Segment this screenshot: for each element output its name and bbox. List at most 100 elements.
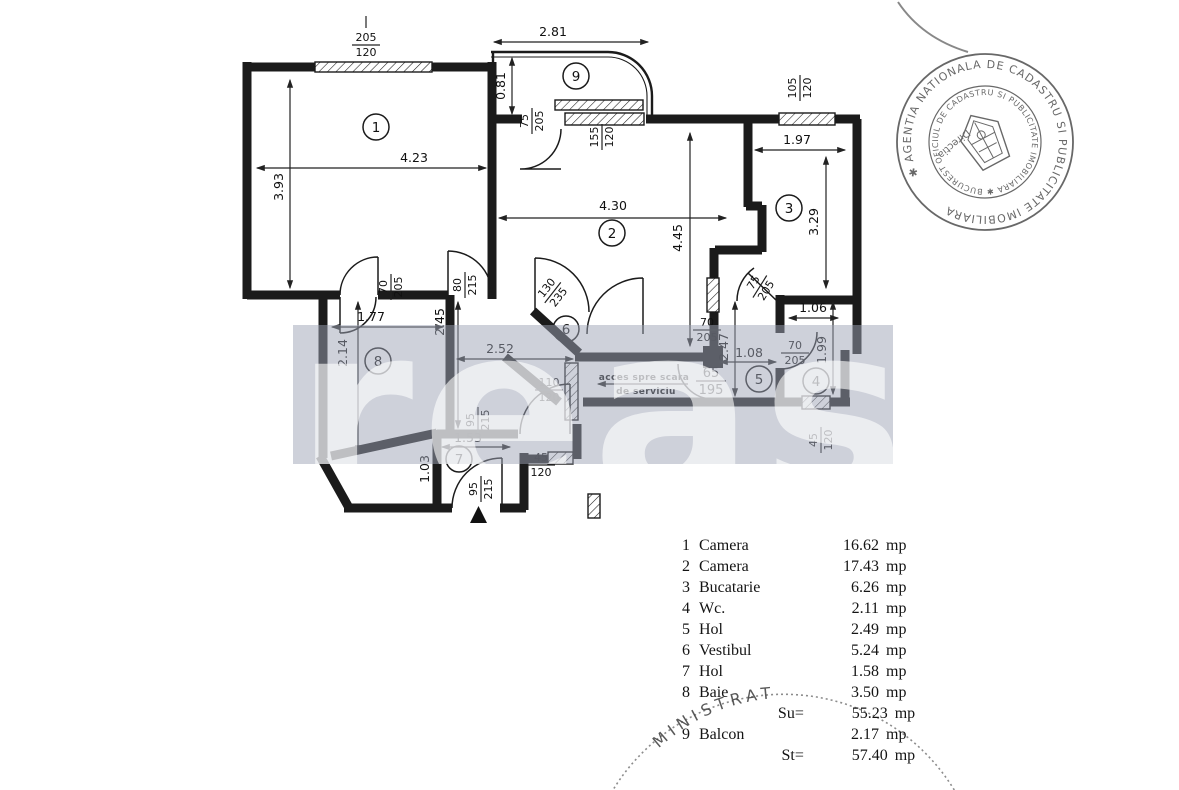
entrance-marker-triangle: [470, 506, 487, 523]
size-balcony-door: 75 205: [518, 108, 546, 134]
legend-name: Hol: [699, 621, 723, 638]
svg-text:45: 45: [807, 433, 820, 447]
svg-text:75: 75: [518, 114, 531, 128]
window-entry-lower: [587, 493, 601, 519]
window-corridor: [564, 362, 579, 421]
svg-text:205: 205: [392, 277, 405, 298]
size-double-door: 130 235: [535, 276, 570, 310]
legend-value: 1.58: [851, 663, 879, 680]
legend-row-st-total: St= 57.40 mp: [670, 746, 920, 767]
room-circle-3: 3: [775, 194, 803, 222]
legend-unit: mp: [886, 642, 907, 659]
size-door-room8: 70 205: [377, 274, 405, 300]
room-circle-8: 8: [364, 347, 392, 375]
legend-value: 2.17: [851, 726, 879, 743]
legend-num: [670, 746, 687, 767]
size-window-room4: 45 120: [807, 427, 835, 453]
legend-num: 1: [682, 537, 690, 554]
svg-text:120: 120: [356, 46, 377, 59]
legend-value: 55.23: [851, 705, 888, 722]
legend-row: 1 Camera 16.62 mp: [670, 536, 920, 557]
window-interior: [706, 277, 720, 313]
room-circle-5: 5: [745, 365, 773, 393]
size-service-door: 65 195: [696, 366, 726, 398]
dim-height-room7: 1.03: [417, 455, 432, 483]
svg-text:1: 1: [372, 120, 381, 136]
window-room1: [314, 61, 433, 73]
svg-text:95: 95: [464, 413, 477, 427]
svg-text:80: 80: [451, 278, 464, 292]
window-room3: [778, 112, 836, 126]
dim-width-room5: 1.08: [735, 345, 763, 360]
stamp-coat-of-arms: [960, 114, 1011, 172]
svg-text:120: 120: [531, 466, 552, 479]
svg-text:9: 9: [572, 69, 581, 85]
dim-width-room6: 2.52: [486, 341, 514, 356]
balcony-outline: [491, 50, 654, 115]
svg-text:3: 3: [785, 201, 794, 217]
legend-name: Hol: [699, 663, 723, 680]
dim-width-room8: 1.77: [357, 309, 385, 324]
dim-width-room2: 4.30: [599, 198, 627, 213]
legend-row: 8 Baie 3.50 mp: [670, 683, 920, 704]
legend-name: Bucatarie: [699, 579, 761, 596]
svg-text:45: 45: [534, 451, 548, 464]
room-legend: 1 Camera 16.62 mp 2 Camera 17.43 mp 3 Bu…: [670, 536, 920, 767]
dim-balcony-width: 2.81: [539, 24, 567, 39]
legend-num: 7: [682, 663, 690, 680]
legend-value: 6.26: [851, 579, 879, 596]
service-access-line2: de serviciu: [616, 387, 676, 397]
svg-text:7: 7: [455, 452, 464, 468]
dim-height-room6: 2.45: [432, 308, 447, 336]
legend-unit: mp: [886, 537, 907, 554]
window-room4: [801, 395, 831, 410]
window-room2: [564, 112, 645, 126]
legend-num: 6: [682, 642, 690, 659]
window-entry-side: [547, 451, 574, 465]
legend-unit: mp: [886, 579, 907, 596]
svg-text:205: 205: [697, 331, 718, 344]
legend-num: [670, 704, 687, 725]
legend-name: Camera: [699, 558, 749, 575]
legend-unit: mp: [886, 600, 907, 617]
dim-height-room2: 4.45: [670, 224, 685, 252]
legend-name: Camera: [699, 537, 749, 554]
size-window-room2: 155 120: [588, 124, 616, 150]
legend-value: 5.24: [851, 642, 879, 659]
svg-text:205: 205: [356, 31, 377, 44]
svg-text:215: 215: [479, 410, 492, 431]
legend-num: 2: [682, 558, 690, 575]
svg-text:70: 70: [700, 316, 714, 329]
svg-text:195: 195: [699, 383, 724, 398]
svg-text:120: 120: [603, 127, 616, 148]
legend-num: 8: [682, 684, 690, 701]
svg-text:95: 95: [467, 482, 480, 496]
dim-height-room1: 3.93: [271, 173, 286, 201]
dim-height-room5: 2.47: [716, 333, 731, 361]
service-access-note: acces spre scara de serviciu: [596, 373, 689, 397]
size-door-room4: 70 205: [781, 339, 809, 367]
svg-text:6: 6: [562, 322, 571, 338]
legend-row: 4 Wc. 2.11 mp: [670, 599, 920, 620]
dim-width-room1: 4.23: [400, 150, 428, 165]
legend-name: Wc.: [699, 600, 726, 617]
legend-unit: mp: [894, 705, 916, 722]
balcony-parapet-window: [554, 99, 644, 111]
svg-text:75: 75: [744, 273, 762, 292]
svg-text:120: 120: [801, 78, 814, 99]
legend-row: 3 Bucatarie 6.26 mp: [670, 578, 920, 599]
svg-text:8: 8: [374, 354, 383, 370]
legend-unit: mp: [894, 747, 916, 764]
legend-name: Baie: [699, 684, 729, 701]
legend-unit: mp: [886, 684, 907, 701]
legend-name: Balcon: [699, 726, 745, 743]
svg-text:70: 70: [788, 339, 802, 352]
room-circle-7: 7: [445, 445, 473, 473]
size-window-room1: 205 120: [352, 31, 380, 59]
dim-height-room8: 2.14: [335, 339, 350, 367]
size-door-room1: 80 215: [451, 272, 479, 298]
legend-row-su-total: Su= 55.23 mp: [670, 704, 920, 725]
dim-width-room4: 1.06: [799, 300, 827, 315]
dim-height-room3: 3.29: [806, 208, 821, 236]
